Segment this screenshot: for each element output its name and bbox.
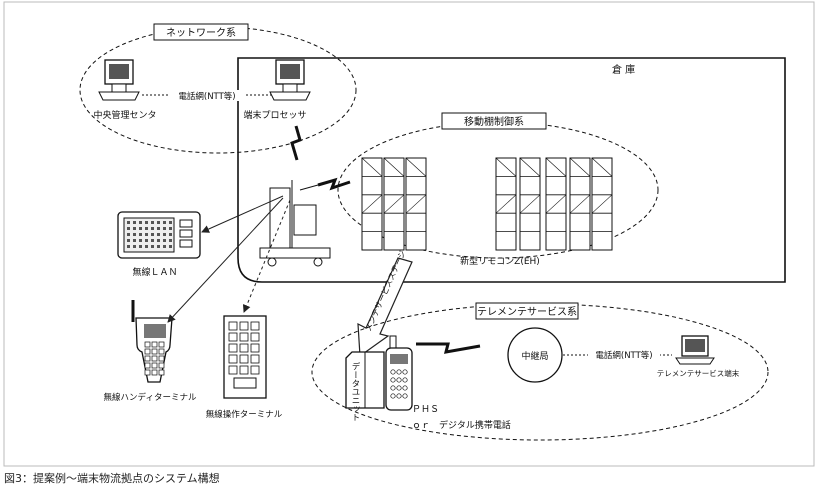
telemaint-system-label: テレメンテサービス系: [477, 306, 577, 318]
warehouse-label: 倉 庫: [612, 63, 635, 76]
rack-unit: [591, 157, 613, 251]
remote-eh-label: 新型リモコンZ(EH): [460, 255, 540, 267]
mobile-rack-ellipse: [337, 121, 659, 259]
figure-caption: 図3：提案例～端末物流拠点のシステム構想: [4, 472, 220, 485]
rack-unit: [495, 157, 517, 251]
relay-station-label: 中継局: [521, 350, 548, 362]
network-system-box: [153, 23, 249, 41]
phone-line-label-2: 電話網(NTT等): [595, 350, 652, 361]
rack-group: [361, 157, 613, 251]
mobile-rack-label: 移動棚制御系: [464, 115, 524, 128]
telemaint-computer-icon: [675, 335, 715, 365]
phs-phone-icon: [385, 335, 413, 411]
network-system-label: ネットワーク系: [166, 27, 236, 39]
network-system-ellipse: [79, 26, 357, 154]
handy-terminal-icon: [131, 300, 173, 383]
wireless-bolt-2: [317, 177, 351, 191]
data-unit-label: データユニット: [350, 361, 360, 421]
arrow-to-operation: [242, 199, 291, 313]
rack-unit: [519, 157, 541, 251]
rack-unit: [405, 157, 427, 251]
forklift-icon: [259, 180, 331, 267]
rack-unit: [383, 157, 405, 251]
handy-terminal-label: 無線ハンディターミナル: [104, 392, 197, 403]
operation-terminal-label: 無線操作ターミナル: [206, 409, 283, 420]
wireless-lan-icon: [117, 211, 201, 259]
terminal-processor-icon: [269, 59, 311, 101]
arrow-to-handy: [167, 197, 284, 323]
telemaint-terminal-label: テレメンテサービス端末: [657, 368, 740, 378]
central-center-label: 中央管理センタ: [93, 109, 156, 121]
data-unit-icon: [345, 351, 385, 409]
relay-station-circle: [507, 327, 563, 383]
central-computer-icon: [98, 59, 140, 101]
rack-unit: [361, 157, 383, 251]
mobile-rack-box: [441, 112, 547, 130]
warehouse-boundary: [237, 57, 786, 283]
telemaint-box: [475, 302, 579, 320]
outer-frame: [3, 1, 815, 467]
arrow-to-lan: [201, 195, 284, 233]
rack-unit: [545, 157, 567, 251]
wireless-bolt-1: [290, 125, 302, 161]
terminal-processor-label: 端末プロセッサ: [243, 109, 306, 121]
phone-line-label: 電話網(NTT等): [178, 91, 235, 102]
operation-terminal-icon: [223, 315, 267, 399]
wireless-lan-label: 無線ＬＡＮ: [132, 266, 177, 278]
phs-label: ＰＨＳ: [412, 405, 439, 415]
wireless-bolt-3: [416, 342, 481, 354]
telemaint-stage-arrow: [357, 257, 413, 358]
rack-unit: [569, 157, 591, 251]
or-mobile-label: ｏｒ デジタル携帯電話: [412, 419, 511, 431]
